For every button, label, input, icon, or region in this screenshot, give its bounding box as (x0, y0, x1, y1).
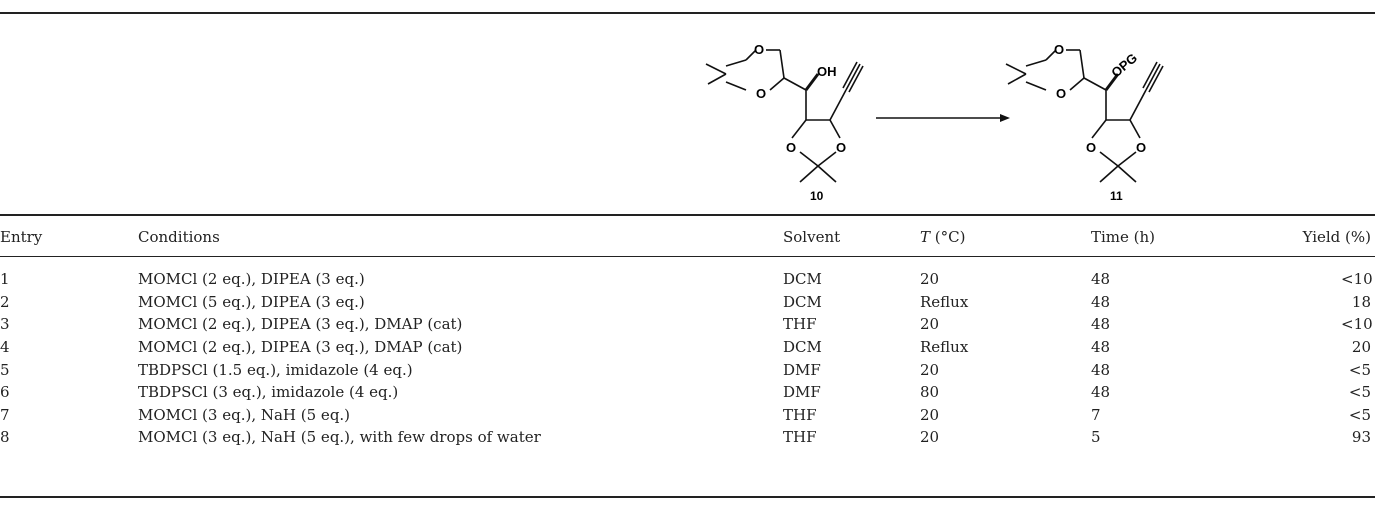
cell-entry: 1 (0, 270, 10, 289)
protected-hydroxyl-label: OPG (1108, 50, 1140, 80)
atom-o: O (786, 140, 796, 155)
cell-yield: <10 (1271, 313, 1375, 336)
cell-entry: 5 (0, 360, 10, 379)
table-row: 5 TBDPSCl (1.5 eq.), imidazole (4 eq.) DMF… (0, 358, 1375, 381)
cell-conditions: TBDPSCl (3 eq.), imidazole (4 eq.) (138, 383, 399, 402)
cell-yield: 18 (1271, 291, 1375, 314)
table-row: 1 MOMCl (2 eq.), DIPEA (3 eq.) DCM 20 48 <10 (0, 268, 1375, 291)
cell-yield: <5 (1271, 358, 1375, 381)
cell-time: 5 (1091, 428, 1101, 447)
atom-o: O (1054, 42, 1064, 57)
cell-time: 7 (1091, 405, 1101, 424)
cell-yield: <10 (1271, 268, 1375, 291)
atom-o: O (756, 86, 766, 101)
atom-o: O (1136, 140, 1146, 155)
yield-value: <10 (1341, 270, 1373, 289)
header-temperature: T (°C) (920, 228, 966, 246)
cell-entry: 4 (0, 338, 10, 357)
compound-11-structure (1005, 49, 1164, 183)
header-time: Time (h) (1091, 228, 1156, 246)
cell-conditions: MOMCl (2 eq.), DIPEA (3 eq.), DMAP (cat) (138, 315, 463, 334)
cell-temperature: 20 (920, 360, 940, 379)
conditions-table: Entry Conditions Solvent T (°C) Time (h)… (0, 218, 1375, 449)
table-row: 7 MOMCl (3 eq.), NaH (5 eq.) THF 20 7 <5 (0, 404, 1375, 427)
cell-solvent: DCM (783, 338, 822, 357)
atom-o: O (754, 42, 764, 57)
header-conditions: Conditions (138, 228, 220, 246)
atom-o: O (1086, 140, 1096, 155)
cell-solvent: DCM (783, 292, 822, 311)
table-row: 8 MOMCl (3 eq.), NaH (5 eq.), with few dr… (0, 426, 1375, 449)
top-rule (0, 12, 1375, 14)
header-entry: Entry (0, 228, 43, 246)
cell-yield: <5 (1271, 404, 1375, 427)
cell-entry: 2 (0, 292, 10, 311)
cell-temperature: 20 (920, 315, 940, 334)
cell-solvent: DMF (783, 383, 821, 402)
cell-temperature: 80 (920, 383, 940, 402)
cell-time: 48 (1091, 360, 1111, 379)
hydroxyl-label: OH (817, 64, 837, 79)
cell-yield: 20 (1271, 336, 1375, 359)
compound-11-label: 11 (1110, 189, 1123, 203)
cell-yield: <5 (1271, 381, 1375, 404)
table-row: 2 MOMCl (5 eq.), DIPEA (3 eq.) DCM Reflux 48… (0, 291, 1375, 314)
compound-10-label: 10 (810, 189, 824, 203)
header-bottom-rule (0, 256, 1375, 257)
atom-o: O (1056, 86, 1066, 101)
header-rule (0, 214, 1375, 216)
table-row: 3 MOMCl (2 eq.), DIPEA (3 eq.), DMAP (cat… (0, 313, 1375, 336)
cell-yield: 93 (1271, 426, 1375, 449)
cell-conditions: MOMCl (3 eq.), NaH (5 eq.) (138, 405, 351, 424)
cell-time: 48 (1091, 270, 1111, 289)
table-row: 4 MOMCl (2 eq.), DIPEA (3 eq.), DMAP (cat… (0, 336, 1375, 359)
cell-conditions: MOMCl (2 eq.), DIPEA (3 eq.), DMAP (cat) (138, 338, 463, 357)
cell-solvent: DCM (783, 270, 822, 289)
cell-solvent: DMF (783, 360, 821, 379)
cell-conditions: MOMCl (5 eq.), DIPEA (3 eq.) (138, 292, 365, 311)
cell-entry: 8 (0, 428, 10, 447)
cell-temperature: 20 (920, 428, 940, 447)
cell-time: 48 (1091, 292, 1111, 311)
cell-temperature: 20 (920, 405, 940, 424)
yield-value: <5 (1348, 360, 1371, 379)
yield-value: 93 (1351, 428, 1371, 447)
cell-time: 48 (1091, 338, 1111, 357)
header-solvent: Solvent (783, 228, 841, 246)
cell-time: 48 (1091, 383, 1111, 402)
cell-entry: 3 (0, 315, 10, 334)
bottom-rule (0, 496, 1375, 498)
atom-o: O (836, 140, 846, 155)
header-yield: Yield (%) (1302, 228, 1371, 246)
yield-value: <10 (1341, 315, 1373, 334)
cell-conditions: MOMCl (2 eq.), DIPEA (3 eq.) (138, 270, 365, 289)
reaction-scheme: O O OH O O 10 O O OPG O O 11 (705, 42, 1164, 203)
yield-value: <5 (1348, 405, 1371, 424)
yield-value: <5 (1348, 383, 1371, 402)
cell-solvent: THF (783, 315, 817, 334)
cell-temperature: Reflux (920, 292, 969, 311)
yield-value: 18 (1351, 292, 1371, 311)
cell-entry: 6 (0, 383, 10, 402)
cell-temperature: Reflux (920, 338, 969, 357)
table-header-row: Entry Conditions Solvent T (°C) Time (h)… (0, 218, 1375, 256)
cell-entry: 7 (0, 405, 10, 424)
yield-value: 20 (1351, 338, 1371, 357)
cell-conditions: MOMCl (3 eq.), NaH (5 eq.), with few dro… (138, 428, 541, 447)
cell-solvent: THF (783, 405, 817, 424)
cell-solvent: THF (783, 428, 817, 447)
cell-time: 48 (1091, 315, 1111, 334)
compound-10-structure (705, 49, 864, 183)
table-row: 6 TBDPSCl (3 eq.), imidazole (4 eq.) DMF 80… (0, 381, 1375, 404)
cell-conditions: TBDPSCl (1.5 eq.), imidazole (4 eq.) (138, 360, 413, 379)
cell-temperature: 20 (920, 270, 940, 289)
